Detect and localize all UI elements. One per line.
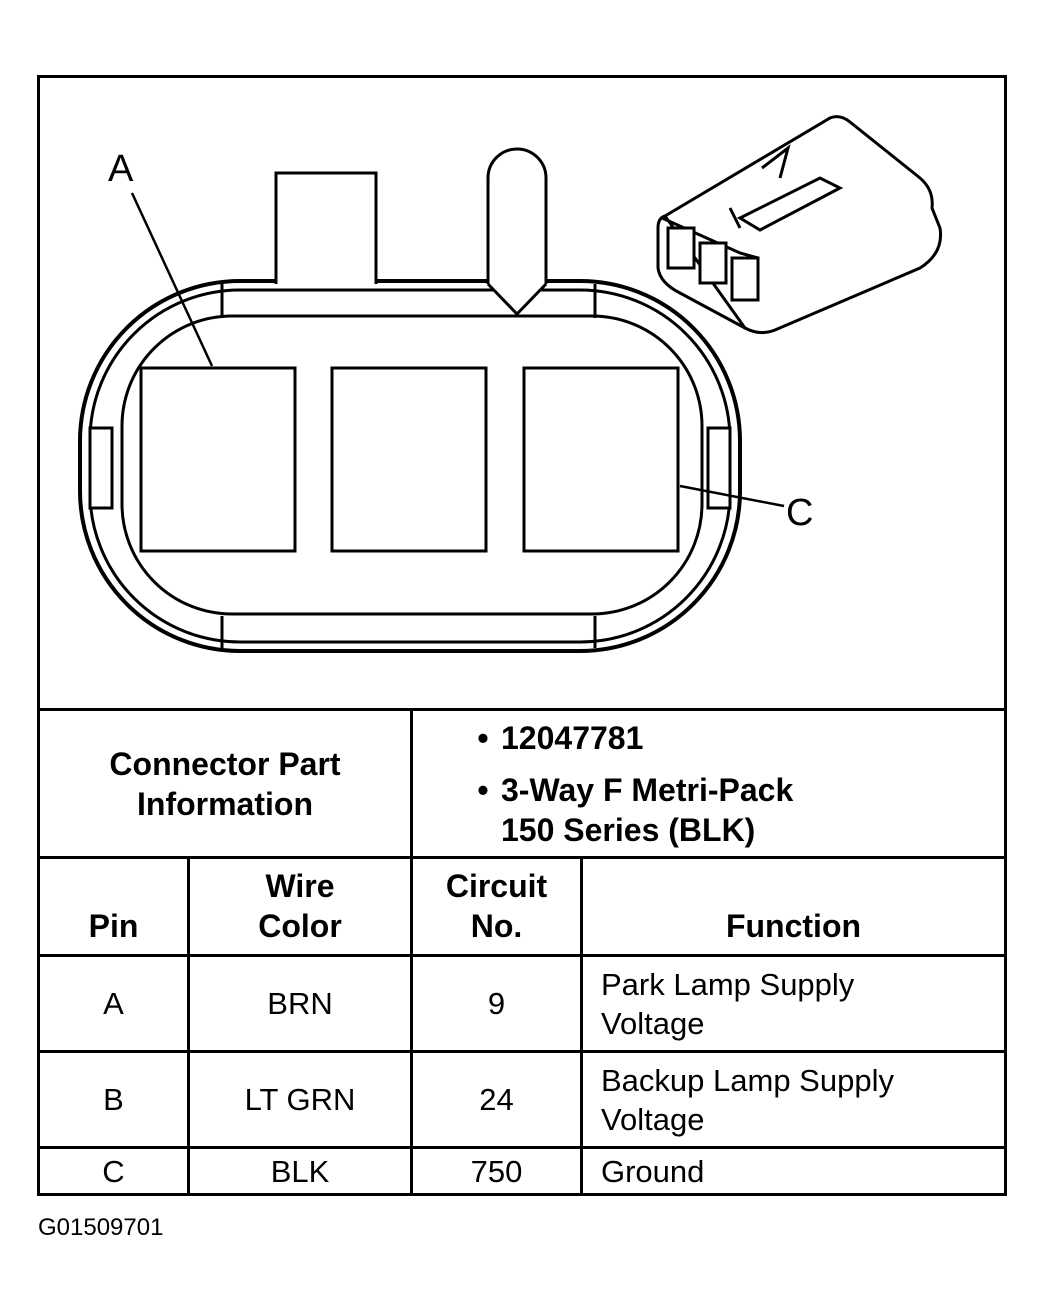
bullet: • xyxy=(477,772,489,808)
connector-outer-body-inner xyxy=(88,288,732,644)
part-info-label-line2: Information xyxy=(137,785,313,822)
pin-label-c: C xyxy=(786,492,813,534)
row-a-bottom-line xyxy=(40,1050,1004,1053)
pin-cavity-b xyxy=(330,366,488,553)
figure-id: G01509701 xyxy=(38,1214,164,1241)
header-wire-color: Wire Color xyxy=(258,868,342,944)
bullet: • xyxy=(477,720,489,756)
connector-face-diagram: A C xyxy=(78,115,943,653)
connector-outer-body xyxy=(78,279,742,653)
part-description-line2: 150 Series (BLK) xyxy=(501,812,756,848)
part-number: 12047781 xyxy=(501,720,644,756)
part-description-item: • 3-Way F Metri-Pack 150 Series (BLK) xyxy=(465,770,985,850)
part-info-divider xyxy=(410,708,413,858)
rectangular-key xyxy=(274,171,378,284)
table-row-b-circuit: 24 xyxy=(479,1082,514,1117)
table-row-b-wire: LT GRN xyxy=(244,1082,356,1117)
header-pin: Pin xyxy=(88,908,139,944)
table-row-a-pin: A xyxy=(103,986,124,1021)
connector-frame: A C Connector Part Information • 1204778… xyxy=(37,75,1007,1196)
pin-label-a: A xyxy=(108,148,134,190)
pin-cavity-a xyxy=(139,366,297,553)
table-row-a-function: Park Lamp Supply Voltage xyxy=(601,966,855,1041)
table-row-c-circuit: 750 xyxy=(470,1153,523,1189)
row-b-bottom-line xyxy=(40,1146,1004,1149)
part-info-values: • 12047781 • 3-Way F Metri-Pack 150 Seri… xyxy=(465,718,985,853)
table-row-a-wire: BRN xyxy=(267,986,333,1021)
part-info-label-line1: Connector Part xyxy=(109,745,341,782)
header-top-line xyxy=(40,856,1004,859)
header-bottom-line xyxy=(40,954,1004,957)
connector-inner-cavity xyxy=(120,314,704,616)
pin-cavity-c xyxy=(522,366,680,553)
table-row-b-pin: B xyxy=(103,1082,124,1117)
leader-line-c xyxy=(679,484,785,508)
part-number-item: • 12047781 xyxy=(465,718,985,758)
circuit-col-divider xyxy=(580,856,583,1193)
table-row-c-function: Ground xyxy=(601,1153,705,1189)
header-circuit-no: Circuit No. xyxy=(445,868,548,944)
wire-col-divider xyxy=(410,856,413,1193)
table-top-line xyxy=(40,708,1004,711)
table-row-a-circuit: 9 xyxy=(487,986,506,1021)
pin-col-divider xyxy=(187,856,190,1193)
locking-key xyxy=(486,147,548,284)
connector-3d-view xyxy=(656,115,943,335)
header-function: Function xyxy=(725,908,862,944)
table-row-c-pin: C xyxy=(102,1153,125,1189)
part-description-line1: 3-Way F Metri-Pack xyxy=(501,772,794,808)
part-info-label: Connector Part Information xyxy=(40,711,410,856)
table-row-b-function: Backup Lamp Supply Voltage xyxy=(601,1062,894,1137)
leader-line-a xyxy=(130,192,214,367)
table-row-c-wire: BLK xyxy=(270,1153,330,1189)
